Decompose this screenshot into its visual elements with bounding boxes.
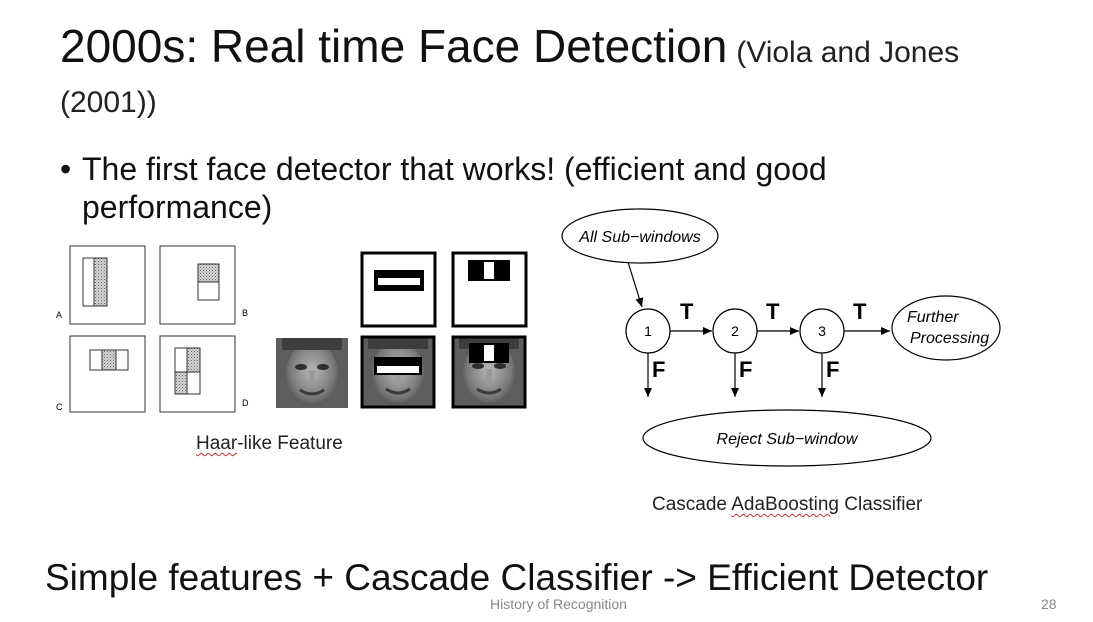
false-label-1: F bbox=[652, 357, 665, 382]
haar-feature-figure: A B C D bbox=[56, 245, 528, 413]
feature-vertical bbox=[451, 251, 528, 328]
true-label-1: T bbox=[680, 299, 694, 324]
bullet-text: The first face detector that works! (eff… bbox=[82, 151, 827, 225]
cascade-diagram: All Sub−windows 1 2 3 T T T F F F Furthe… bbox=[561, 208, 1001, 467]
face-with-horizontal-feature bbox=[360, 335, 436, 409]
cascade-caption-term: AdaBoosting bbox=[731, 494, 839, 515]
further-label-line1: Further bbox=[907, 309, 959, 326]
haar-panel-b bbox=[159, 245, 236, 325]
further-processing-node bbox=[891, 295, 1001, 361]
slide-footer: History of Recognition bbox=[490, 596, 627, 612]
cascade-caption-c: Classifier bbox=[838, 494, 923, 515]
haar-panel-d bbox=[159, 335, 236, 413]
stage-label-1: 1 bbox=[644, 323, 652, 339]
page-number: 28 bbox=[1041, 596, 1057, 612]
false-label-2: F bbox=[739, 357, 752, 382]
reject-node bbox=[642, 409, 932, 467]
further-label-line2: Processing bbox=[910, 330, 989, 347]
cascade-caption: Cascade AdaBoosting Classifier bbox=[652, 494, 922, 516]
face-with-vertical-feature bbox=[451, 335, 527, 409]
slide-title: 2000s: Real time Face Detection (Viola a… bbox=[60, 22, 1060, 127]
haar-panel-a bbox=[69, 245, 146, 325]
true-label-3: T bbox=[853, 299, 867, 324]
cascade-caption-a: Cascade bbox=[652, 494, 732, 515]
true-label-2: T bbox=[766, 299, 780, 324]
panel-label-b: B bbox=[242, 308, 248, 318]
start-arrow bbox=[627, 261, 644, 308]
haar-caption: Haar-like Feature bbox=[196, 433, 343, 455]
feature-horizontal bbox=[360, 251, 437, 328]
false-label-3: F bbox=[826, 357, 839, 382]
summary-statement: Simple features + Cascade Classifier -> … bbox=[45, 557, 989, 598]
bullet-dot: • bbox=[60, 151, 72, 187]
stage-label-3: 3 bbox=[818, 323, 826, 339]
reject-label: Reject Sub−window bbox=[717, 431, 859, 448]
haar-panel-c bbox=[69, 335, 146, 413]
stage-label-2: 2 bbox=[731, 323, 739, 339]
haar-caption-rest: -like Feature bbox=[237, 433, 343, 454]
title-main: 2000s: Real time Face Detection bbox=[60, 20, 728, 72]
panel-label-d: D bbox=[242, 398, 249, 408]
all-subwindows-node bbox=[561, 208, 719, 264]
face-image bbox=[274, 336, 350, 410]
panel-label-c: C bbox=[56, 402, 63, 412]
bullet-point: • The first face detector that works! (e… bbox=[60, 150, 960, 226]
title-citation: (Viola and Jones (2001)) bbox=[60, 36, 960, 119]
haar-caption-term: Haar bbox=[196, 433, 238, 454]
all-subwindows-label: All Sub−windows bbox=[578, 229, 700, 246]
panel-label-a: A bbox=[56, 310, 62, 320]
